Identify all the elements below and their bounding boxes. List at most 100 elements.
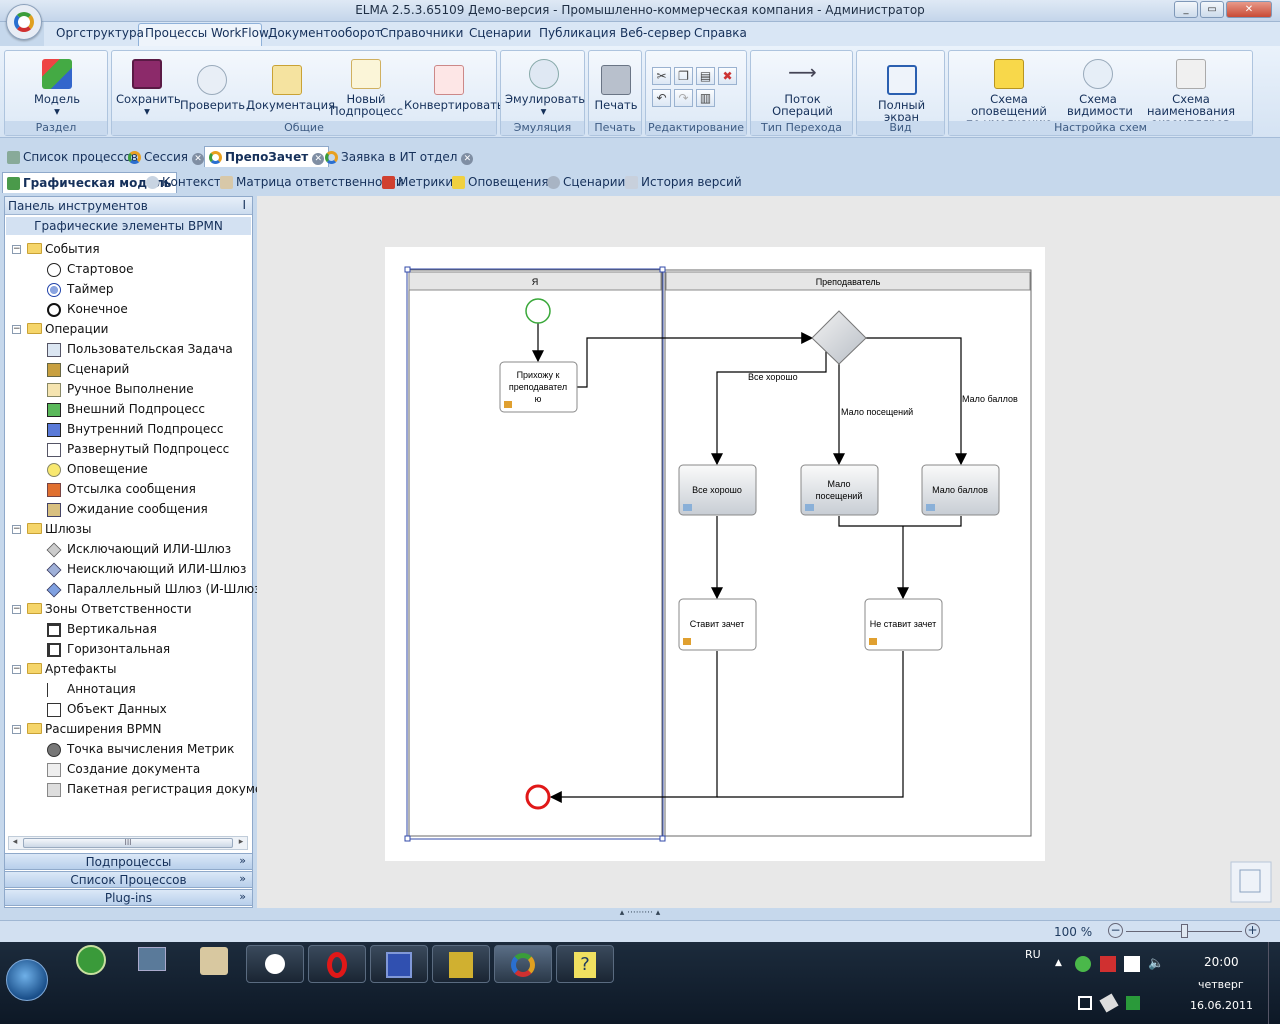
pin-icon[interactable]: ⵏ (242, 198, 246, 212)
menu-help[interactable]: Справка (694, 26, 747, 40)
selection-handles[interactable] (404, 266, 666, 842)
tab-graphic-model[interactable]: Графическая модель (2, 172, 177, 193)
tab-version-history[interactable]: История версий (621, 172, 746, 193)
tab-process-list[interactable]: Список процессов (2, 146, 143, 167)
paste-icon[interactable]: ▤ (696, 67, 715, 85)
cut-icon[interactable]: ✂ (652, 67, 671, 85)
end-event[interactable] (525, 784, 551, 810)
start-button[interactable] (6, 959, 48, 1001)
tree-group[interactable]: Операции (27, 322, 108, 336)
tree-item[interactable]: Внутренний Подпроцесс (47, 422, 224, 437)
model-button[interactable]: Модель▾ (25, 59, 89, 117)
tab-metrics[interactable]: Метрики (378, 172, 457, 193)
paste-special-icon[interactable]: ▥ (696, 89, 715, 107)
menu-scenarios[interactable]: Сценарии (469, 26, 532, 40)
collapse-toggle[interactable]: − (12, 604, 21, 614)
documentation-button[interactable]: Документация (246, 65, 335, 111)
tree-group[interactable]: Артефакты (27, 662, 117, 676)
tree-item[interactable]: Ручное Выполнение (47, 382, 194, 397)
convert-button[interactable]: Конвертировать (404, 65, 504, 111)
splitter-handle[interactable]: ▴ ········· ▴ (620, 908, 661, 918)
delete-icon[interactable]: ✖ (718, 67, 737, 85)
menu-orgstructure[interactable]: Оргструктура (56, 26, 144, 40)
taskbar-app-1[interactable] (246, 945, 304, 983)
close-button[interactable]: ✕ (1226, 1, 1272, 18)
overview-icon[interactable] (1230, 861, 1272, 903)
save-button[interactable]: Сохранить▾ (116, 59, 181, 117)
tree-item[interactable]: Ожидание сообщения (47, 502, 208, 517)
task-low-visits[interactable]: Мало посещений (800, 464, 879, 516)
taskbar-help[interactable]: ? (556, 945, 614, 983)
tab-scenarios[interactable]: Сценарии (543, 172, 629, 193)
tab-responsibility-matrix[interactable]: Матрица ответственности (216, 172, 408, 193)
bpmn-elements-section[interactable]: Графические элементы BPMN (6, 217, 251, 235)
menu-publication[interactable]: Публикация (539, 26, 616, 40)
tree-group[interactable]: Расширения BPMN (27, 722, 161, 736)
taskbar-elma[interactable] (494, 945, 552, 983)
tab-prepozachet[interactable]: ПрепоЗачет✕ (204, 146, 330, 167)
tree-item[interactable]: Конечное (47, 302, 128, 317)
tree-item[interactable]: Создание документа (47, 762, 200, 777)
collapse-toggle[interactable]: − (12, 524, 21, 534)
task-low-points[interactable]: Мало баллов (921, 464, 1000, 516)
tree-item[interactable]: Развернутый Подпроцесс (47, 442, 229, 457)
subprocesses-bar[interactable]: Подпроцессы» (4, 853, 253, 870)
zoom-slider-thumb[interactable] (1181, 924, 1188, 938)
tray-torrent-icon[interactable] (1126, 996, 1140, 1010)
flow-ops-button[interactable]: ⟶ Поток Операций▾ (753, 59, 852, 129)
tool-panel-scrollbar[interactable]: ◂ III ▸ (8, 836, 248, 850)
tray-mu-icon[interactable] (1124, 956, 1140, 972)
app-menu-orb[interactable] (6, 4, 42, 40)
tree-item[interactable]: Пакетная регистрация документа (47, 782, 285, 797)
tree-item[interactable]: Сценарий (47, 362, 129, 377)
tray-kaspersky-icon[interactable] (1100, 956, 1116, 972)
taskbar-opera[interactable] (308, 945, 366, 983)
tree-item[interactable]: Исключающий ИЛИ-Шлюз (46, 542, 231, 558)
close-icon[interactable]: ✕ (312, 153, 325, 165)
scroll-left-arrow[interactable]: ◂ (12, 837, 18, 847)
taskbar-save-app[interactable] (370, 945, 428, 983)
menu-directories[interactable]: Справочники (380, 26, 464, 40)
tree-item[interactable]: Горизонтальная (47, 642, 170, 657)
task-come-to-teacher[interactable]: Прихожу к преподавател ю (499, 361, 578, 413)
tree-item[interactable]: Внешний Подпроцесс (47, 402, 205, 417)
close-icon[interactable]: ✕ (191, 153, 204, 165)
redo-icon[interactable]: ↷ (674, 89, 693, 107)
tree-item[interactable]: Объект Данных (47, 702, 167, 717)
tree-group[interactable]: Шлюзы (27, 522, 91, 536)
undo-icon[interactable]: ↶ (652, 89, 671, 107)
scroll-thumb[interactable]: III (23, 838, 233, 848)
tab-it-request[interactable]: Заявка в ИТ отдел✕ (320, 146, 478, 167)
security-app-icon[interactable] (76, 945, 106, 975)
menu-processes-workflow[interactable]: Процессы WorkFlow (145, 26, 269, 40)
tab-notifications[interactable]: Оповещения (448, 172, 553, 193)
tree-item[interactable]: Точка вычисления Метрик (47, 742, 234, 757)
tree-group[interactable]: Зоны Ответственности (27, 602, 192, 616)
tree-item[interactable]: Вертикальная (47, 622, 157, 637)
tray-expand-icon[interactable]: ▲ (1055, 958, 1062, 968)
plugins-bar[interactable]: Plug-ins» (4, 889, 253, 906)
maximize-button[interactable]: ▭ (1200, 1, 1224, 18)
menu-web-server[interactable]: Веб-сервер (620, 26, 692, 40)
collapse-toggle[interactable]: − (12, 244, 21, 254)
tree-item[interactable]: Параллельный Шлюз (И-Шлюз) (46, 582, 265, 598)
task-fail[interactable]: Не ставит зачет (864, 598, 943, 651)
lane-teacher[interactable]: Преподаватель (664, 269, 1032, 837)
naming-scheme-button[interactable]: Схема наименованияэкземпляров (1131, 59, 1251, 129)
task-all-good[interactable]: Все хорошо (678, 464, 757, 516)
fullscreen-button[interactable]: Полный экран (859, 65, 944, 123)
tree-item[interactable]: Стартовое (47, 262, 133, 277)
tree-group[interactable]: События (27, 242, 100, 256)
menu-document-flow[interactable]: Документооборот (268, 26, 382, 40)
lane-self[interactable]: Я (406, 268, 664, 840)
check-button[interactable]: Проверить (180, 65, 245, 111)
tree-item[interactable]: Таймер (47, 282, 114, 297)
tree-item[interactable]: Неисключающий ИЛИ-Шлюз (46, 562, 246, 578)
tray-clover-icon[interactable] (1075, 956, 1091, 972)
tree-item[interactable]: Аннотация (47, 682, 136, 697)
collapse-toggle[interactable]: − (12, 664, 21, 674)
tab-session[interactable]: Сессия✕ (123, 146, 209, 167)
scroll-right-arrow[interactable]: ▸ (238, 837, 244, 847)
